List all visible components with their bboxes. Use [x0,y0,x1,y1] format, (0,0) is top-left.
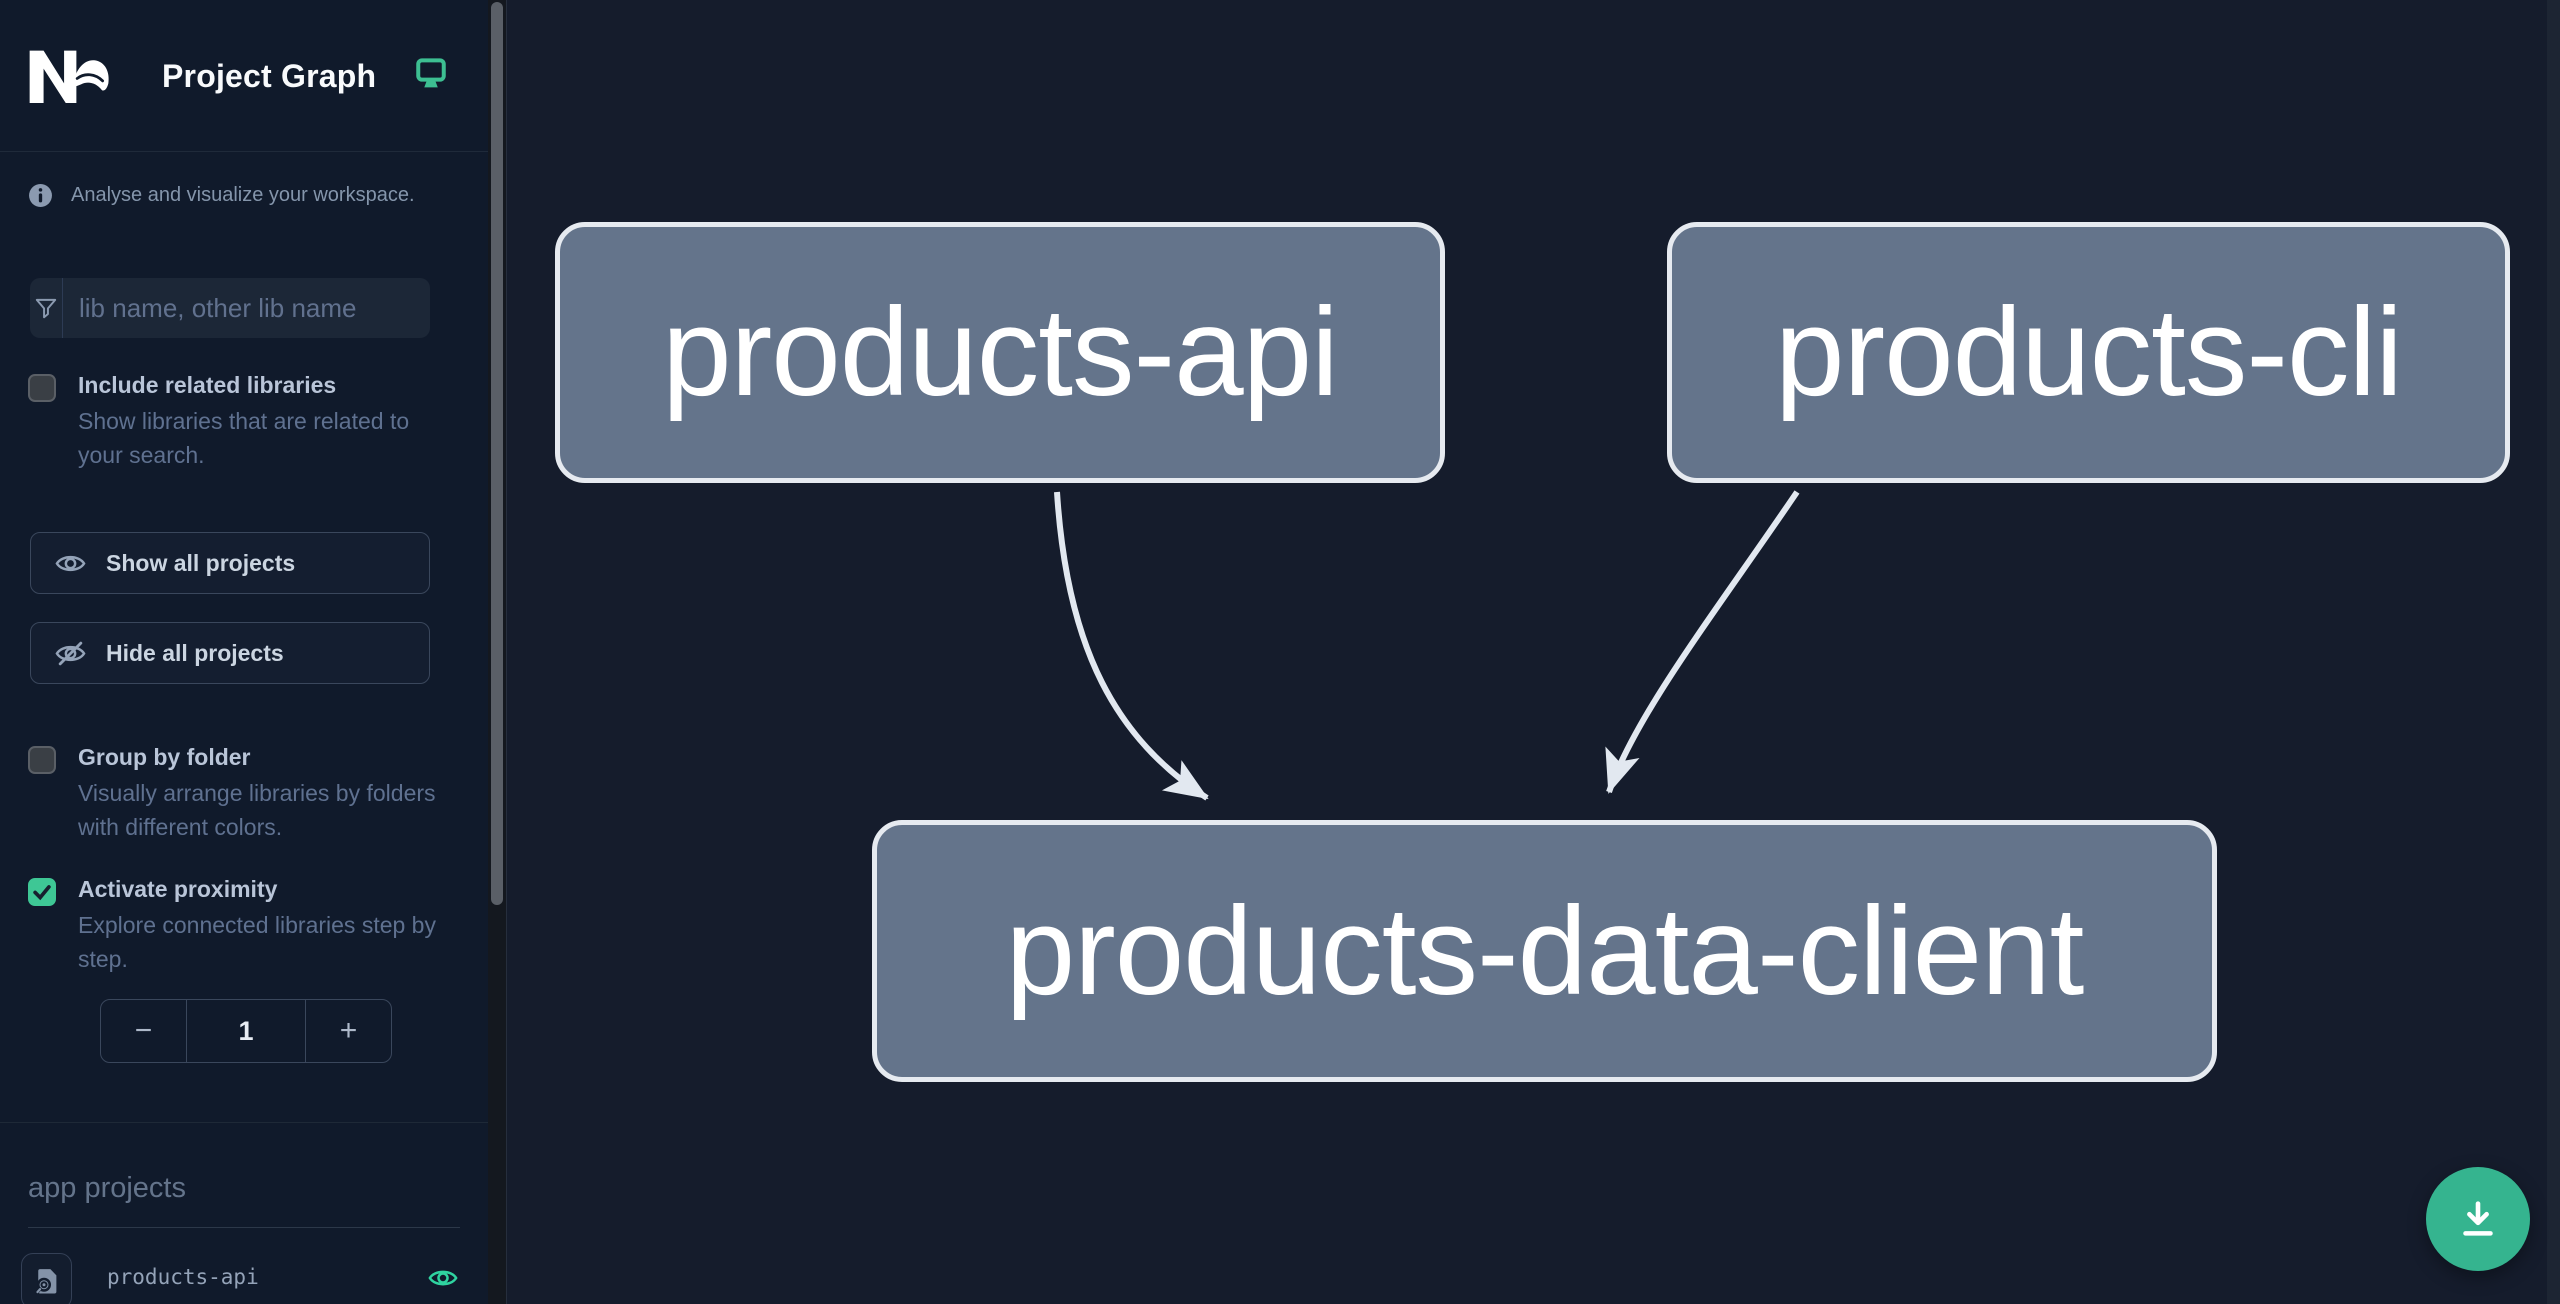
checkbox-include-related-libraries[interactable] [28,374,56,402]
divider [0,1122,488,1123]
graph-canvas[interactable]: products-api products-cli products-data-… [507,0,2560,1304]
monitor-icon[interactable] [416,58,446,92]
checkbox-group-by-folder[interactable] [28,746,56,774]
tagline-text: Analyse and visualize your workspace. [71,184,415,206]
graph-node-products-cli[interactable]: products-cli [1667,222,2510,483]
eye-off-icon [55,641,86,665]
show-all-projects-button[interactable]: Show all projects [30,532,430,594]
checkbox-label[interactable]: Activate proximity [78,876,278,902]
page-scrollbar-track[interactable] [2547,0,2560,1304]
filter-icon-cell [30,278,63,338]
checkbox-description: Visually arrange libraries by folders wi… [78,780,436,840]
checkbox-description: Show libraries that are related to your … [78,408,410,468]
graph-node-products-data-client[interactable]: products-data-client [872,820,2217,1082]
info-icon [29,184,52,207]
download-icon [2463,1201,2493,1236]
proximity-depth-stepper: − 1 + [100,999,392,1063]
hide-all-projects-label: Hide all projects [106,639,284,666]
decrement-button[interactable]: − [134,1014,153,1047]
dependency-edges [1054,490,1800,801]
filter-box [30,278,430,338]
checkbox-label[interactable]: Group by folder [78,744,251,770]
project-list-item: products-api [0,1251,488,1304]
download-graph-button[interactable] [2426,1167,2530,1271]
filter-input[interactable] [63,278,430,338]
sidebar: Project Graph Analyse and visualize your… [0,0,507,1304]
eye-icon [55,555,86,571]
divider [28,1227,460,1228]
nx-logo [29,50,109,104]
app-title: Project Graph [162,57,377,94]
proximity-depth-value: 1 [186,1000,306,1062]
sidebar-scrollbar-track[interactable] [488,0,507,1304]
focus-project-button[interactable] [21,1253,72,1304]
edge-products-api-to-products-data-client [1054,491,1209,801]
show-all-projects-label: Show all projects [106,549,296,576]
toggle-project-visibility-eye-icon[interactable] [427,1263,459,1293]
node-label: products-api [662,283,1339,422]
funnel-icon [35,298,57,319]
increment-button[interactable]: + [339,1014,358,1047]
checkbox-label[interactable]: Include related libraries [78,372,337,398]
sidebar-header: Project Graph [0,0,488,152]
edge-products-cli-to-products-data-client [1605,490,1800,794]
app-projects-heading: app projects [28,1172,186,1204]
tagline: Analyse and visualize your workspace. [28,183,415,208]
checkbox-activate-proximity[interactable] [28,878,56,906]
checkmark-icon [33,885,51,901]
node-label: products-cli [1774,283,2403,422]
project-name[interactable]: products-api [107,1265,259,1289]
hide-all-projects-button[interactable]: Hide all projects [30,622,430,684]
sidebar-scrollbar-thumb[interactable] [491,2,503,905]
node-label: products-data-client [1005,881,2085,1021]
graph-node-products-api[interactable]: products-api [555,222,1445,483]
focus-project-icon [34,1269,56,1295]
checkbox-description: Explore connected libraries step by step… [78,912,436,972]
